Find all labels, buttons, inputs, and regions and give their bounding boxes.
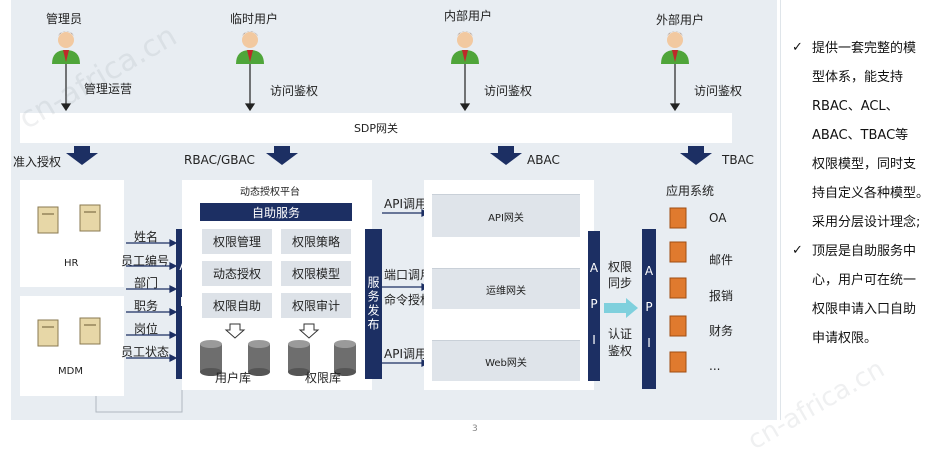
app-item: 邮件 xyxy=(709,253,734,267)
description-panel xyxy=(780,0,940,420)
platform-cell: 权限审计 xyxy=(281,293,351,318)
user-role-label: 管理员 xyxy=(46,12,83,26)
bullet-text-line: 持自定义各种模型。 xyxy=(812,186,930,201)
gateway-item: API网关 xyxy=(432,194,580,237)
user-role-label: 临时用户 xyxy=(230,12,279,26)
user-icons-layer xyxy=(52,31,689,112)
call-label: API调用 xyxy=(384,197,427,211)
bullet-text-line: 采用分层设计理念; xyxy=(812,215,921,230)
call-label: 端口调用 xyxy=(384,268,433,282)
bullet-text-line: 权限模型，同时支 xyxy=(812,157,917,172)
app-item: 财务 xyxy=(709,324,734,338)
api-column-middle: A P I xyxy=(587,231,601,381)
app-item: OA xyxy=(709,211,727,225)
database-icons xyxy=(200,323,356,376)
bullet-text-line: 权限申请入口自助 xyxy=(812,302,917,317)
checkmark-icon: ✓ xyxy=(792,243,803,258)
sync-label: 同步 xyxy=(608,276,633,290)
platform-cell: 权限模型 xyxy=(281,261,351,286)
field-label: 岗位 xyxy=(134,322,159,336)
platform-cell: 动态授权 xyxy=(202,261,272,286)
bullet-text-line: 提供一套完整的模 xyxy=(812,41,917,56)
auth-model-label: 准入授权 xyxy=(13,155,62,169)
bullet-text-line: 申请权限。 xyxy=(812,331,878,346)
sync-label: 认证 xyxy=(608,327,633,341)
call-label: 命令授权 xyxy=(384,293,433,307)
bullet-text-line: 顶层是自助服务中 xyxy=(812,244,917,259)
field-label: 员工编号 xyxy=(121,254,170,268)
user-role-label: 外部用户 xyxy=(656,13,705,27)
field-label: 职务 xyxy=(134,299,159,313)
platform-title: 动态授权平台 xyxy=(240,187,300,198)
gateway-item: Web网关 xyxy=(432,340,580,381)
user-role-label: 内部用户 xyxy=(444,9,493,23)
call-label: API调用 xyxy=(384,347,427,361)
db-label: 权限库 xyxy=(305,371,342,385)
auth-model-label: RBAC/GBAC xyxy=(184,153,255,167)
source-label-mdm: MDM xyxy=(58,366,83,377)
field-label: 部门 xyxy=(134,276,159,290)
app-item: ... xyxy=(709,359,721,373)
field-label: 员工状态 xyxy=(121,345,170,359)
user-action-label: 访问鉴权 xyxy=(270,84,319,98)
bullet-text-line: 心，用户可在统一 xyxy=(812,273,917,288)
field-label: 姓名 xyxy=(134,230,159,244)
slide: 管理员 临时用户 内部用户 外部用户 管理运营 访问鉴权 访问鉴权 访问鉴权 S… xyxy=(11,0,940,456)
api-column-right: A P I xyxy=(642,229,656,389)
platform-cell: 权限自助 xyxy=(202,293,272,318)
gateway-item: 运维网关 xyxy=(432,268,580,309)
bullet-text-line: RBAC、ACL、 xyxy=(812,99,899,114)
app-item: 报销 xyxy=(709,289,734,303)
source-label-hr: HR xyxy=(64,258,79,269)
bullet-text-line: ABAC、TBAC等 xyxy=(812,128,909,143)
user-action-label: 访问鉴权 xyxy=(484,84,533,98)
bullet-text-line: 型体系，能支持 xyxy=(812,70,904,85)
auth-model-label: TBAC xyxy=(722,153,754,167)
service-publish-column: 服务发布 xyxy=(365,229,382,379)
server-icons xyxy=(37,204,101,347)
checkmark-icon: ✓ xyxy=(792,40,803,55)
self-service-bar: 自助服务 xyxy=(200,203,352,221)
down-arrows xyxy=(66,146,712,165)
mdm-box xyxy=(20,296,124,396)
database-icon xyxy=(200,340,356,376)
sync-label: 鉴权 xyxy=(608,344,633,358)
user-action-label: 访问鉴权 xyxy=(694,84,743,98)
db-label: 用户库 xyxy=(215,371,252,385)
platform-cell: 权限策略 xyxy=(281,229,351,254)
platform-cell: 权限管理 xyxy=(202,229,272,254)
apps-title: 应用系统 xyxy=(666,184,715,198)
user-action-label: 管理运营 xyxy=(84,82,133,96)
sync-label: 权限 xyxy=(608,260,633,274)
page-number: 3 xyxy=(472,424,478,434)
hr-box xyxy=(20,180,124,287)
connector-arrows xyxy=(95,209,430,413)
app-server-icons xyxy=(669,207,687,373)
sync-arrow-icon xyxy=(604,298,638,318)
sdp-gateway-bar: SDP网关 xyxy=(20,113,732,143)
auth-model-label: ABAC xyxy=(527,153,560,167)
